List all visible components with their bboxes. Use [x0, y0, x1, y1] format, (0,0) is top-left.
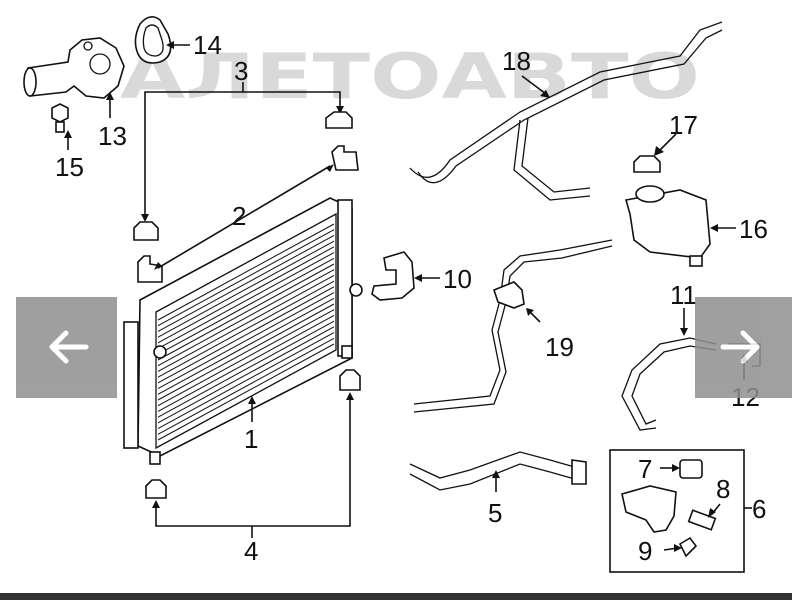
- callout-19: 19: [545, 332, 574, 362]
- radiator-fin: [157, 303, 335, 401]
- callout-17: 17: [669, 110, 698, 140]
- coolant-reservoir-part: [624, 189, 711, 259]
- callout-7: 7: [638, 454, 652, 484]
- radiator-fin: [157, 257, 335, 355]
- callout-15: 15: [55, 152, 84, 182]
- radiator-fin: [157, 297, 335, 395]
- radiator-fin: [157, 309, 335, 407]
- kit-frame: [609, 449, 745, 573]
- radiator-fin: [157, 229, 335, 327]
- upper-mount-right-part: [325, 111, 353, 129]
- callout-3: 3: [234, 56, 248, 86]
- callout-5: 5: [488, 498, 502, 528]
- radiator-fin: [157, 269, 335, 367]
- radiator-fin: [157, 280, 335, 378]
- thermostat-housing-part: [23, 37, 125, 99]
- radiator-fin: [157, 274, 335, 372]
- radiator-fin: [157, 337, 335, 435]
- callout-6: 6: [752, 494, 766, 524]
- previous-image-button[interactable]: [16, 297, 117, 398]
- callout-2: 2: [232, 201, 246, 231]
- callout-8: 8: [716, 474, 730, 504]
- arrow-right-icon: [720, 330, 760, 364]
- radiator-fin: [157, 292, 335, 390]
- bracket-right-part: [331, 145, 359, 171]
- lower-isolator-left-part: [145, 479, 167, 499]
- radiator-fin: [157, 263, 335, 361]
- arrow-left-icon: [49, 330, 89, 364]
- callout-18: 18: [502, 46, 531, 76]
- watermark-text: АЛЕТОАВТО: [120, 40, 700, 113]
- radiator-fin: [157, 332, 335, 430]
- callout-1: 1: [244, 424, 258, 454]
- reservoir-cap-part: [633, 155, 661, 173]
- callout-10: 10: [443, 264, 472, 294]
- upper-hose-part: [409, 21, 723, 178]
- bottom-edge-bar: [0, 593, 792, 600]
- radiator-fin: [157, 343, 335, 441]
- radiator-fin: [157, 246, 335, 344]
- bracket-left-part: [137, 255, 163, 283]
- elbow-hose-part: [371, 251, 415, 301]
- heater-hose-part: [409, 451, 579, 479]
- reservoir-hose-part: [621, 337, 717, 431]
- callout-13: 13: [98, 121, 127, 151]
- tee-connector-part: [493, 281, 525, 309]
- lower-isolator-right-part: [339, 369, 361, 391]
- callout-9: 9: [638, 536, 652, 566]
- bolt-part: [51, 103, 69, 133]
- radiator-fin: [157, 234, 335, 332]
- radiator-part: [123, 197, 363, 465]
- radiator-fin: [157, 240, 335, 338]
- stud-bolt-part: [687, 509, 717, 531]
- radiator-fin: [157, 286, 335, 384]
- radiator-fin: [157, 223, 335, 321]
- callout-14: 14: [193, 30, 222, 60]
- radiator-fin: [157, 320, 335, 418]
- radiator-fin: [157, 314, 335, 412]
- radiator-fin: [157, 252, 335, 350]
- upper-mount-left-part: [133, 221, 159, 241]
- outlet-fitting-part: [621, 485, 677, 533]
- next-image-button[interactable]: [695, 297, 792, 398]
- callout-11: 11: [670, 280, 697, 310]
- seal-part: [679, 459, 703, 479]
- radiator-fin: [157, 326, 335, 424]
- callout-4: 4: [244, 536, 258, 566]
- callout-16: 16: [739, 214, 768, 244]
- screw-part: [678, 536, 698, 558]
